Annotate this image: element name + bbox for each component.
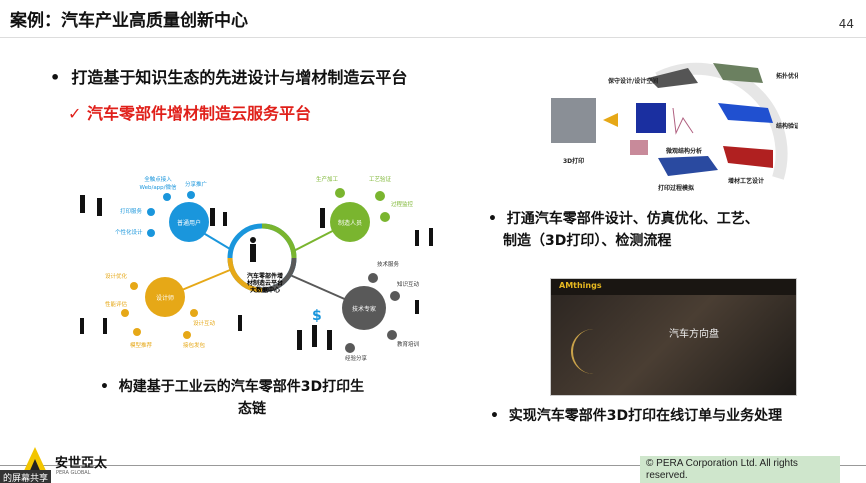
left-caption-line1: 构建基于工业云的汽车零部件3D打印生 bbox=[118, 379, 365, 395]
arrow-icon bbox=[603, 113, 618, 127]
hub-expert bbox=[342, 286, 386, 330]
website-brand: AMthings bbox=[559, 281, 602, 290]
process-label: 3D打印 bbox=[563, 157, 584, 165]
sub-heading: ✓ 汽车零部件增材制造云服务平台 bbox=[68, 104, 311, 123]
designer-item: 设计互动 bbox=[193, 319, 216, 327]
maker-item: 工艺验证 bbox=[369, 175, 392, 183]
right-bullet-2: • 实现汽车零部件3D打印在线订单与业务处理 bbox=[490, 408, 783, 424]
expert-item: 知识互动 bbox=[397, 280, 420, 288]
hub-maker-label: 制造人员 bbox=[338, 219, 362, 227]
person-icon bbox=[250, 237, 256, 262]
center-label-1: 汽车零部件增 bbox=[247, 272, 283, 280]
part-red bbox=[723, 146, 773, 168]
main-bullet: • 打造基于知识生态的先进设计与增材制造云平台 bbox=[50, 68, 408, 87]
designer-item: 性能评估 bbox=[105, 300, 128, 308]
ecosystem-diagram: 汽车零部件增 材制造云平台 大数据中心 普通用户 全触点接入 Web/app/微… bbox=[80, 175, 433, 362]
part-blue bbox=[718, 103, 773, 123]
user-item: Web/app/微信 bbox=[139, 183, 177, 191]
hub-expert-label: 技术专家 bbox=[352, 305, 376, 313]
page-number: 44 bbox=[838, 17, 854, 31]
left-caption: • 构建基于工业云的汽车零部件3D打印生 态链 bbox=[100, 376, 440, 420]
designer-item: 接包发包 bbox=[183, 341, 206, 349]
part-green bbox=[713, 63, 763, 83]
part-dark-blue bbox=[658, 156, 718, 176]
process-label: 微观结构分析 bbox=[665, 147, 702, 155]
logo-text: 安世亞太 bbox=[55, 456, 108, 471]
hub-designer bbox=[145, 277, 185, 317]
user-item: 分享推广 bbox=[185, 180, 208, 188]
user-item: 个性化设计 bbox=[115, 228, 143, 236]
website-navbar: AMthings bbox=[551, 279, 796, 295]
screen-share-badge: 的屏幕共享 bbox=[0, 470, 52, 483]
website-heading: 汽车方向盘 bbox=[669, 329, 719, 340]
expert-item: 教育培训 bbox=[397, 340, 420, 348]
designer-item: 模型推荐 bbox=[130, 341, 153, 349]
user-item: 全触点接入 bbox=[144, 175, 172, 183]
process-label: 拓扑优化 bbox=[776, 72, 798, 80]
right-bullet-1-line2: 制造（3D打印）、检测流程 bbox=[503, 233, 672, 249]
process-label: 结构验证 bbox=[776, 122, 798, 130]
process-label: 增材工艺设计 bbox=[728, 177, 764, 185]
process-loop bbox=[571, 329, 633, 374]
website-screenshot: AMthings 汽车方向盘 bbox=[550, 278, 797, 396]
right-bullet-1-line1: 打通汽车零部件设计、仿真优化、工艺、 bbox=[506, 211, 759, 227]
mesh-image bbox=[636, 103, 666, 133]
footer-divider bbox=[0, 465, 866, 466]
hub-user bbox=[169, 202, 209, 242]
maker-item: 过程监控 bbox=[391, 200, 414, 208]
main-bullet-text: 打造基于知识生态的先进设计与增材制造云平台 bbox=[71, 68, 408, 87]
copyright-notice: © PERA Corporation Ltd. All rights reser… bbox=[640, 456, 840, 483]
part-gray bbox=[648, 68, 698, 88]
people-icons bbox=[80, 195, 433, 350]
logo-subtext: PERA GLOBAL bbox=[56, 470, 91, 476]
micro-cube bbox=[630, 140, 648, 155]
dollar-icon: $ bbox=[312, 308, 322, 324]
header-divider bbox=[0, 37, 866, 38]
center-label-2: 材制造云平台 bbox=[246, 279, 283, 287]
process-label: 保守设计/设计空间 bbox=[607, 77, 658, 85]
expert-item: 经验分享 bbox=[345, 354, 368, 362]
user-item: 打印服务 bbox=[120, 207, 143, 215]
hub-designer-label: 设计师 bbox=[156, 294, 174, 302]
process-label: 打印过程模拟 bbox=[658, 184, 694, 192]
right-bullet-1: • 打通汽车零部件设计、仿真优化、工艺、 制造（3D打印）、检测流程 bbox=[488, 208, 759, 252]
expert-item: 技术服务 bbox=[377, 260, 400, 268]
slide-title: 案例：汽车产业高质量创新中心 bbox=[10, 11, 248, 31]
left-caption-line2: 态链 bbox=[238, 401, 266, 417]
printer-photo bbox=[551, 98, 596, 143]
center-label-3: 大数据中心 bbox=[250, 286, 280, 294]
hub-user-label: 普通用户 bbox=[177, 219, 201, 227]
hub-maker bbox=[330, 202, 370, 242]
designer-item: 设计优化 bbox=[105, 272, 128, 280]
maker-item: 生产加工 bbox=[316, 175, 339, 183]
process-image: 拓扑优化 结构验证 增材工艺设计 打印过程模拟 微观结构分析 保守设计/设计空间… bbox=[551, 62, 798, 192]
right-bullet-2-text: 实现汽车零部件3D打印在线订单与业务处理 bbox=[508, 408, 783, 424]
